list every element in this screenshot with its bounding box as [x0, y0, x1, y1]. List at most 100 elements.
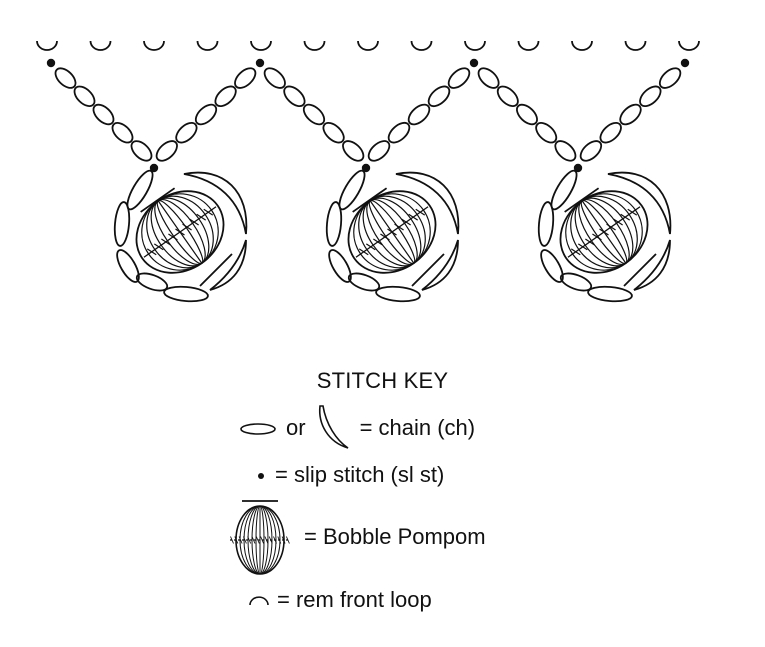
chain-stitch: [535, 122, 558, 144]
bobble-tick: [394, 223, 404, 231]
chain-stitch: [113, 201, 131, 247]
chain-stitch: [540, 249, 564, 283]
chain-stitch: [496, 85, 519, 107]
chain-stitch: [155, 140, 178, 162]
chain-stitch: [111, 122, 134, 144]
bobble-tick: [606, 223, 616, 231]
front-loop: [36, 40, 58, 51]
bobble-cap: [352, 187, 388, 213]
chain-curved-icon: [318, 405, 349, 449]
bobble-join-line: [199, 253, 233, 287]
bobble-tick: [358, 248, 369, 256]
chain-stitch: [322, 121, 345, 144]
slip-stitch: [680, 58, 690, 68]
chain-stitch-curved: [633, 239, 671, 291]
front-loop: [357, 40, 379, 51]
stitch-diagram: [36, 40, 700, 303]
chain-stitch: [447, 67, 471, 89]
bobble-tick: [620, 213, 631, 221]
bobble-tick: [365, 243, 376, 251]
stitch-key-title: STITCH KEY: [316, 368, 449, 393]
chain-stitch: [342, 140, 365, 162]
chain-stitch: [579, 140, 603, 162]
bobble-tick: [264, 536, 269, 544]
stitch-key: STITCH KEY or = chain (ch) = slip stitch…: [0, 340, 765, 640]
chain-stitch-curved: [183, 171, 248, 235]
bobble-tick: [373, 238, 383, 246]
slip-stitch-dot-icon: [258, 473, 264, 479]
slip-stitch: [573, 163, 583, 173]
bobble-tick: [168, 233, 178, 241]
bobble-tick: [408, 213, 419, 221]
bobble-tick: [401, 218, 411, 226]
chain-key-row: or = chain (ch): [238, 402, 475, 454]
front-loop: [89, 40, 112, 51]
bobble-tick: [415, 208, 426, 216]
chain-stitch: [92, 103, 115, 126]
front-loop: [464, 40, 486, 51]
chain-stitch: [375, 285, 421, 303]
front-loop-icon: [249, 596, 269, 606]
front-loop-label: = rem front loop: [277, 587, 432, 612]
bobble-tick: [238, 536, 243, 544]
bobble-tick: [260, 536, 265, 544]
bobble-tick: [268, 536, 273, 544]
bobble-tick: [251, 536, 256, 544]
chain-stitch: [194, 103, 218, 126]
bobble-tick: [196, 213, 207, 221]
chain-stitch: [347, 272, 381, 292]
chain-stitch: [367, 140, 391, 162]
chain-oval-icon: [240, 423, 276, 435]
slip-stitch-key-row: = slip stitch (sl st): [253, 462, 444, 488]
bobble-cap: [564, 187, 600, 213]
chain-stitch: [263, 67, 286, 89]
front-loop-key-row: = rem front loop: [247, 587, 432, 613]
front-loop: [517, 40, 540, 51]
bobble-tick: [146, 248, 157, 256]
bobble-tick: [273, 536, 277, 544]
bobble-tick: [255, 536, 260, 544]
chain-stitch: [537, 201, 555, 247]
chain-stitch: [73, 85, 96, 107]
chain-stitch: [325, 201, 343, 247]
front-loop: [571, 40, 593, 51]
chain-stitch: [302, 103, 326, 126]
bobble-tick: [230, 536, 234, 544]
bobble-tick: [599, 228, 609, 236]
bobble-key-graphic: [230, 500, 290, 575]
bobble-tick: [570, 248, 581, 256]
stitch-chart-svg: [36, 40, 700, 303]
front-loop: [196, 40, 219, 51]
chain-stitch: [387, 121, 411, 144]
slip-stitch: [149, 163, 159, 173]
slip-stitch: [46, 58, 56, 68]
chain-stitch: [135, 272, 169, 292]
chain-stitch-curved: [209, 239, 247, 291]
chain-stitch: [559, 272, 593, 292]
front-loop: [624, 40, 647, 51]
chain-stitch: [427, 85, 451, 108]
bobble-tick: [189, 218, 199, 226]
chain-stitch: [477, 67, 500, 89]
slip-stitch: [469, 58, 479, 68]
bobble-tick: [627, 208, 638, 216]
bobble-join-line: [623, 253, 657, 287]
bobble-pompom: [559, 187, 649, 274]
front-loop: [303, 40, 326, 51]
chain-stitch: [234, 67, 257, 89]
chain-stitch-curved: [395, 171, 460, 235]
slip-stitch-label: = slip stitch (sl st): [275, 462, 445, 487]
bobble-tick: [277, 536, 282, 544]
front-loop: [143, 40, 165, 51]
chain-stitch: [639, 85, 662, 108]
bobble-tick: [281, 536, 286, 544]
chain-stitch: [163, 285, 209, 303]
chain-label: = chain (ch): [359, 415, 476, 440]
chain-stitch: [328, 249, 352, 283]
chain-stitch: [175, 121, 198, 144]
bobble-tick: [242, 536, 247, 544]
chain-stitch: [554, 140, 577, 162]
bobble-tick: [585, 238, 595, 246]
bobble-tick: [161, 238, 171, 246]
front-loop: [250, 40, 272, 51]
